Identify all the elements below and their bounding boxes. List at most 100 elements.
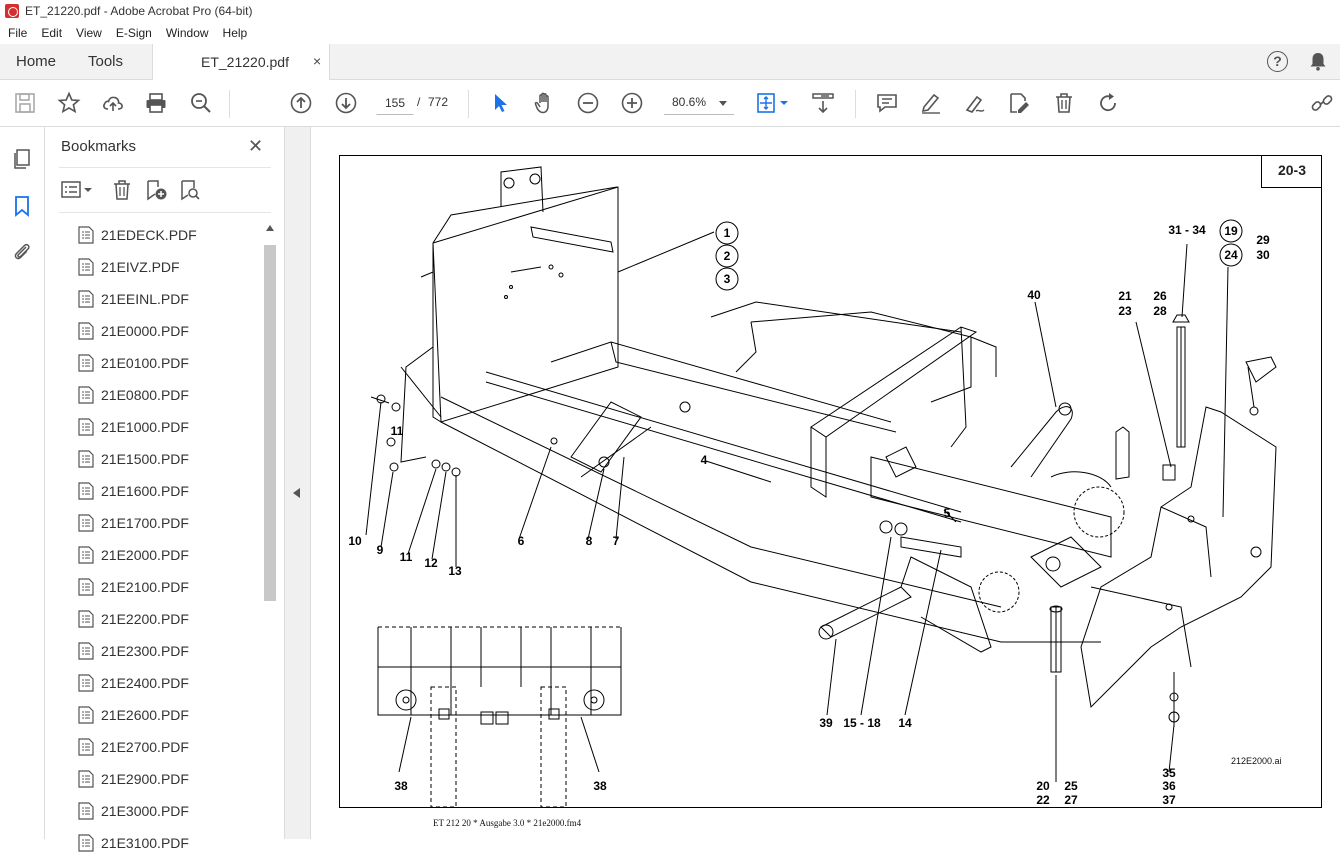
zoom-search-icon[interactable]: [189, 91, 213, 115]
bookmark-page-icon: [78, 258, 94, 276]
document-viewer[interactable]: 20-3: [311, 127, 1340, 839]
menu-window[interactable]: Window: [165, 26, 209, 40]
bookmark-page-icon: [78, 706, 94, 724]
bookmark-search-icon[interactable]: [179, 179, 201, 201]
bookmark-label: 21EDECK.PDF: [101, 227, 197, 243]
bookmarks-title: Bookmarks: [61, 138, 137, 155]
bookmark-page-icon: [78, 770, 94, 788]
menu-esign[interactable]: E-Sign: [115, 26, 152, 40]
acrobat-icon: [5, 4, 19, 18]
bookmark-page-icon: [78, 418, 94, 436]
toolbar-separator: [229, 90, 230, 118]
bookmark-page-icon: [78, 802, 94, 820]
next-page-icon[interactable]: [334, 91, 358, 115]
menu-edit[interactable]: Edit: [41, 26, 63, 40]
bookmark-item[interactable]: 21E0000.PDF: [59, 315, 262, 347]
callout-35: 35: [1162, 766, 1176, 780]
zoom-level-dropdown[interactable]: 80.6%: [664, 91, 734, 115]
highlight-pen-icon[interactable]: [919, 91, 943, 115]
zoom-in-icon[interactable]: [620, 91, 644, 115]
bookmark-item[interactable]: 21E0800.PDF: [59, 379, 262, 411]
bookmark-item[interactable]: 21E2900.PDF: [59, 763, 262, 795]
callout-27: 27: [1064, 793, 1078, 807]
callout-38b: 38: [593, 779, 607, 793]
notification-bell-icon[interactable]: [1309, 52, 1327, 71]
tab-document[interactable]: ET_21220.pdf ×: [152, 44, 330, 81]
draw-signature-icon[interactable]: [963, 91, 987, 115]
tab-tools[interactable]: Tools: [88, 53, 124, 70]
bookmark-item[interactable]: 21EIVZ.PDF: [59, 251, 262, 283]
callout-24: 24: [1224, 248, 1238, 262]
page-total: 772: [428, 95, 449, 109]
select-pointer-icon[interactable]: [488, 91, 512, 115]
upload-cloud-icon[interactable]: [101, 91, 125, 115]
scroll-mode-icon[interactable]: [811, 91, 835, 115]
bookmark-item[interactable]: 21E1600.PDF: [59, 475, 262, 507]
bookmark-item[interactable]: 21E2300.PDF: [59, 635, 262, 667]
callout-23: 23: [1118, 304, 1132, 318]
tab-home[interactable]: Home: [16, 53, 57, 70]
callout-13: 13: [448, 564, 462, 578]
menu-view[interactable]: View: [76, 26, 102, 40]
bookmark-item[interactable]: 21E2200.PDF: [59, 603, 262, 635]
new-bookmark-icon[interactable]: [145, 179, 167, 201]
menu-file[interactable]: File: [8, 26, 28, 40]
menu-help[interactable]: Help: [222, 26, 248, 40]
star-icon[interactable]: [57, 91, 81, 115]
bookmark-item[interactable]: 21E1500.PDF: [59, 443, 262, 475]
scroll-up-icon[interactable]: [266, 225, 274, 231]
bookmark-item[interactable]: 21E2100.PDF: [59, 571, 262, 603]
exploded-parts-drawing: 1 2 3 19 24 4 5 6 7 8 9 10 11 11 12 13 1…: [348, 166, 1277, 808]
scrollbar-thumb[interactable]: [264, 245, 276, 601]
callout-20: 20: [1036, 779, 1050, 793]
attachment-paperclip-icon[interactable]: [10, 240, 34, 264]
bookmark-item[interactable]: 21E0100.PDF: [59, 347, 262, 379]
bookmark-label: 21EIVZ.PDF: [101, 259, 180, 275]
collapse-left-icon[interactable]: [293, 488, 300, 498]
page-number-input[interactable]: [376, 91, 414, 115]
close-icon[interactable]: ✕: [248, 136, 264, 156]
delete-bookmark-icon[interactable]: [111, 179, 133, 201]
redo-icon[interactable]: [1096, 91, 1120, 115]
zoom-out-icon[interactable]: [576, 91, 600, 115]
print-icon[interactable]: [144, 91, 168, 115]
bookmark-item[interactable]: 21E2700.PDF: [59, 731, 262, 763]
callout-1: 1: [724, 226, 731, 240]
callout-9: 9: [377, 543, 384, 557]
page-thumbnails-icon[interactable]: [10, 147, 34, 171]
callout-5: 5: [944, 506, 951, 520]
bookmark-item[interactable]: 21EEINL.PDF: [59, 283, 262, 315]
bookmark-options-icon[interactable]: [61, 179, 95, 201]
tab-close-icon[interactable]: ×: [313, 53, 322, 69]
bookmark-page-icon: [78, 610, 94, 628]
bookmark-label: 21E2600.PDF: [101, 707, 189, 723]
page-fit-icon[interactable]: [756, 91, 790, 115]
bookmark-label: 21E1000.PDF: [101, 419, 189, 435]
callout-26: 26: [1153, 289, 1167, 303]
bookmark-item[interactable]: 21E3000.PDF: [59, 795, 262, 827]
callout-6: 6: [518, 534, 525, 548]
tab-document-label: ET_21220.pdf: [201, 54, 289, 70]
bookmark-item[interactable]: 21E2600.PDF: [59, 699, 262, 731]
bookmark-icon[interactable]: [10, 194, 34, 218]
panel-collapse-bar[interactable]: [285, 127, 311, 839]
share-link-icon[interactable]: [1310, 91, 1334, 115]
callout-22: 22: [1036, 793, 1050, 807]
bookmark-item[interactable]: 21E2400.PDF: [59, 667, 262, 699]
bookmark-item[interactable]: 21E2000.PDF: [59, 539, 262, 571]
bookmark-page-icon: [78, 642, 94, 660]
bookmark-item[interactable]: 21E3100.PDF: [59, 827, 262, 859]
bookmark-item[interactable]: 21EDECK.PDF: [59, 219, 262, 251]
hand-tool-icon[interactable]: [532, 91, 556, 115]
callout-30: 30: [1256, 248, 1270, 262]
bookmark-item[interactable]: 21E1700.PDF: [59, 507, 262, 539]
help-icon[interactable]: ?: [1267, 51, 1288, 72]
delete-icon[interactable]: [1052, 91, 1076, 115]
edit-pdf-icon[interactable]: [1007, 91, 1031, 115]
comment-icon[interactable]: [875, 91, 899, 115]
previous-page-icon[interactable]: [289, 91, 313, 115]
bookmark-item[interactable]: 21E1000.PDF: [59, 411, 262, 443]
bookmarks-scrollbar[interactable]: [262, 219, 278, 839]
save-icon[interactable]: [13, 91, 37, 115]
bookmark-page-icon: [78, 290, 94, 308]
